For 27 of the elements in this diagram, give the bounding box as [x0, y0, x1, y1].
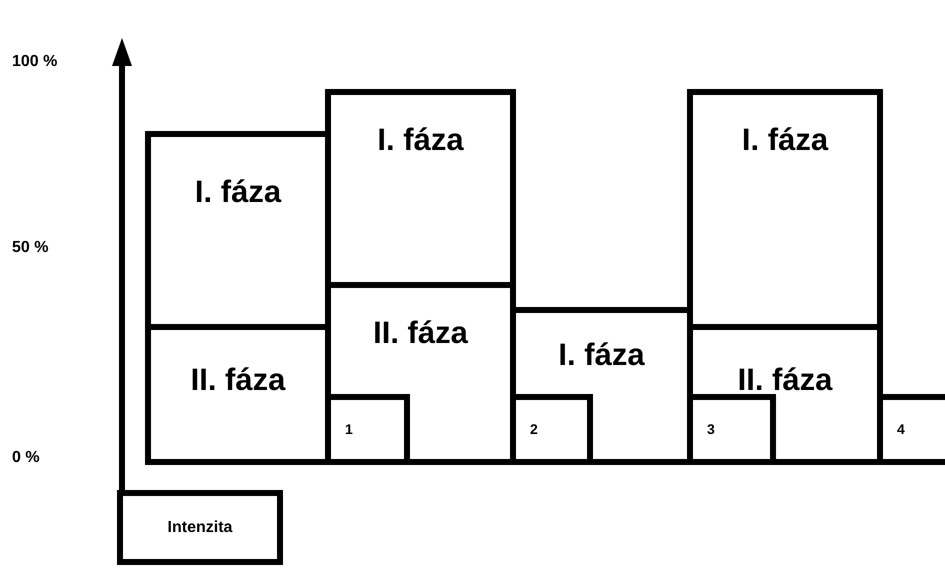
- numbered-box: [328, 397, 407, 462]
- axis-title: Intenzita: [166, 518, 234, 538]
- axis-label-box: [120, 493, 280, 562]
- phase-label: II. fáza: [190, 361, 286, 399]
- axis-tick-label: 100 %: [12, 52, 58, 72]
- axis-tick-label: 0 %: [12, 448, 40, 468]
- phase-label: I. fáza: [194, 173, 282, 211]
- phase-label: II. fáza: [736, 361, 834, 399]
- box-number: 2: [530, 420, 538, 439]
- phase-label: II. fáza: [372, 314, 469, 352]
- phase-box: [328, 92, 513, 285]
- phase-box: [328, 285, 513, 462]
- box-number: 4: [897, 420, 905, 439]
- phase-box: [690, 92, 880, 327]
- numbered-box: [513, 397, 590, 462]
- axis-tick-label: 50 %: [12, 238, 48, 258]
- phase-label: I. fáza: [376, 121, 465, 159]
- numbered-box: [690, 397, 773, 462]
- phase-box: [148, 134, 328, 327]
- box-number: 3: [707, 420, 715, 439]
- phase-box: [148, 327, 328, 462]
- box-number: 1: [345, 420, 353, 439]
- phase-label: I. fáza: [740, 121, 830, 159]
- phase-box: [513, 310, 690, 462]
- phase-label: I. fáza: [557, 336, 646, 374]
- numbered-box: [880, 397, 945, 462]
- phase-box: [690, 327, 880, 462]
